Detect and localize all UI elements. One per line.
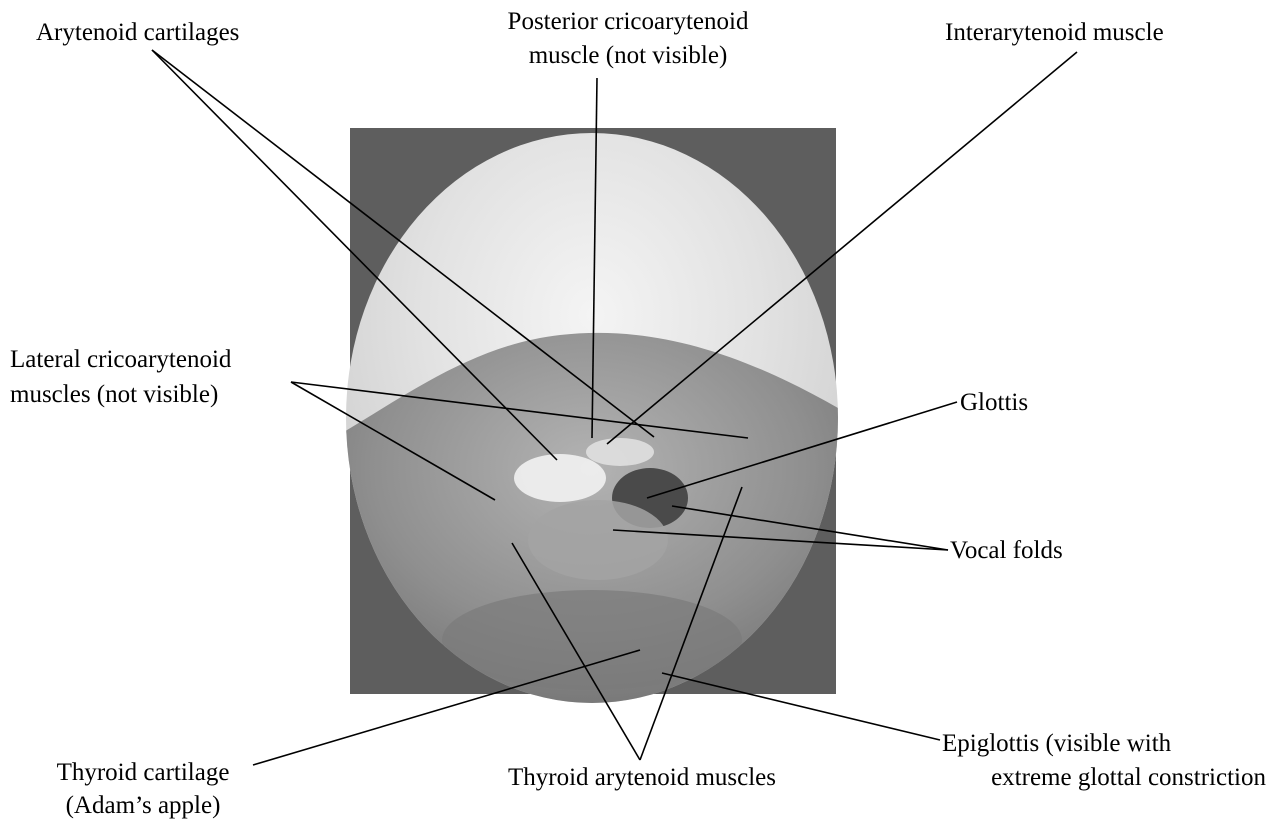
label-interarytenoid-muscle: Interarytenoid muscle	[945, 19, 1164, 46]
label-arytenoid-cartilages: Arytenoid cartilages	[36, 19, 239, 46]
label-epiglottis-1: Epiglottis (visible with	[942, 730, 1172, 757]
label-lateral-cricoarytenoid-2: muscles (not visible)	[10, 381, 218, 408]
thyroid-region	[442, 590, 742, 690]
vocal-fold-region	[528, 500, 668, 580]
label-thyroid-arytenoid-muscles: Thyroid arytenoid muscles	[508, 764, 776, 791]
endoscope-image	[330, 128, 850, 720]
label-posterior-cricoarytenoid-2: muscle (not visible)	[529, 42, 728, 69]
label-thyroid-cartilage-2: (Adam’s apple)	[66, 792, 221, 819]
arytenoid-highlight	[514, 454, 606, 502]
arytenoid-highlight-2	[586, 438, 654, 466]
label-vocal-folds: Vocal folds	[950, 537, 1063, 564]
label-glottis: Glottis	[960, 389, 1028, 416]
label-epiglottis-2: extreme glottal constriction	[991, 764, 1266, 791]
label-posterior-cricoarytenoid-1: Posterior cricoarytenoid	[508, 8, 749, 35]
label-thyroid-cartilage-1: Thyroid cartilage	[57, 759, 230, 786]
label-lateral-cricoarytenoid-1: Lateral cricoarytenoid	[10, 346, 232, 373]
